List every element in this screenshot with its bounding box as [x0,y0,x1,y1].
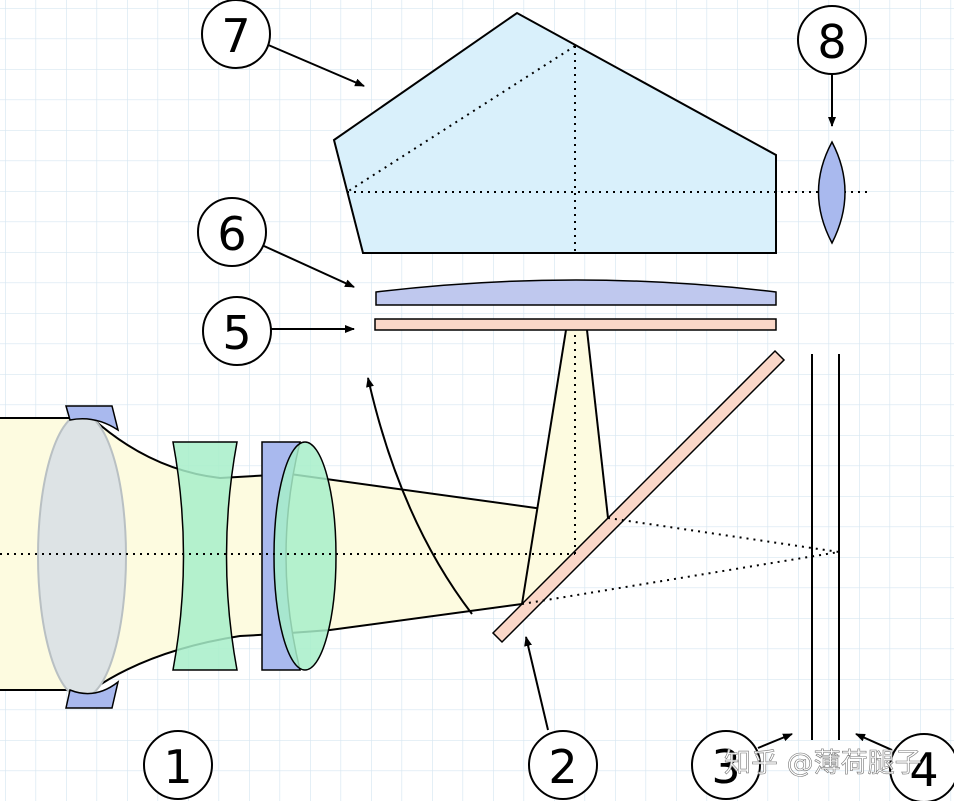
pointer-arrow-4 [855,733,893,751]
front-lens-element [37,413,127,699]
callout-8-label: 8 [817,15,846,69]
callout-5: 5 [202,296,272,366]
reflex-mirror [491,349,786,644]
callout-2: 2 [528,730,598,800]
pointer-arrow-2 [524,636,549,731]
prism-path-diagonal [346,45,576,193]
front-lens-mount-top [65,405,120,432]
callout-1-label: 1 [163,740,192,794]
pointer-arrow-6 [263,245,355,288]
callout-7: 7 [201,0,271,69]
watermark-text: 知乎 @薄荷腿子 [724,748,922,779]
pointer-arrow-7 [265,43,365,87]
callout-3-label: 3 [711,740,740,794]
mirror-flip-arc [366,377,473,615]
callout-5-label: 5 [222,306,251,360]
callout-8: 8 [797,5,867,75]
callout-2-label: 2 [548,740,577,794]
callout-1: 1 [143,730,213,800]
callout-4-label: 4 [909,743,938,797]
pentaprism [332,11,777,254]
callout-6-label: 6 [217,207,246,261]
reflected-edge-right [586,329,609,519]
condenser-lens [375,279,777,306]
front-lens-mount-bottom [65,680,120,709]
rear-lens-green-element [273,441,337,671]
callout-6: 6 [197,197,267,267]
pointer-arrow-3 [757,733,793,749]
eyepiece-lens [817,140,846,245]
ray-to-sensor-lower [521,551,840,605]
callout-4: 4 [889,733,954,801]
callout-7-label: 7 [221,9,250,63]
reflected-light-cone [522,330,608,604]
reflected-edge-left [521,329,567,605]
callout-3: 3 [691,730,761,800]
focusing-screen [374,318,777,331]
concave-lens-element [172,441,238,671]
